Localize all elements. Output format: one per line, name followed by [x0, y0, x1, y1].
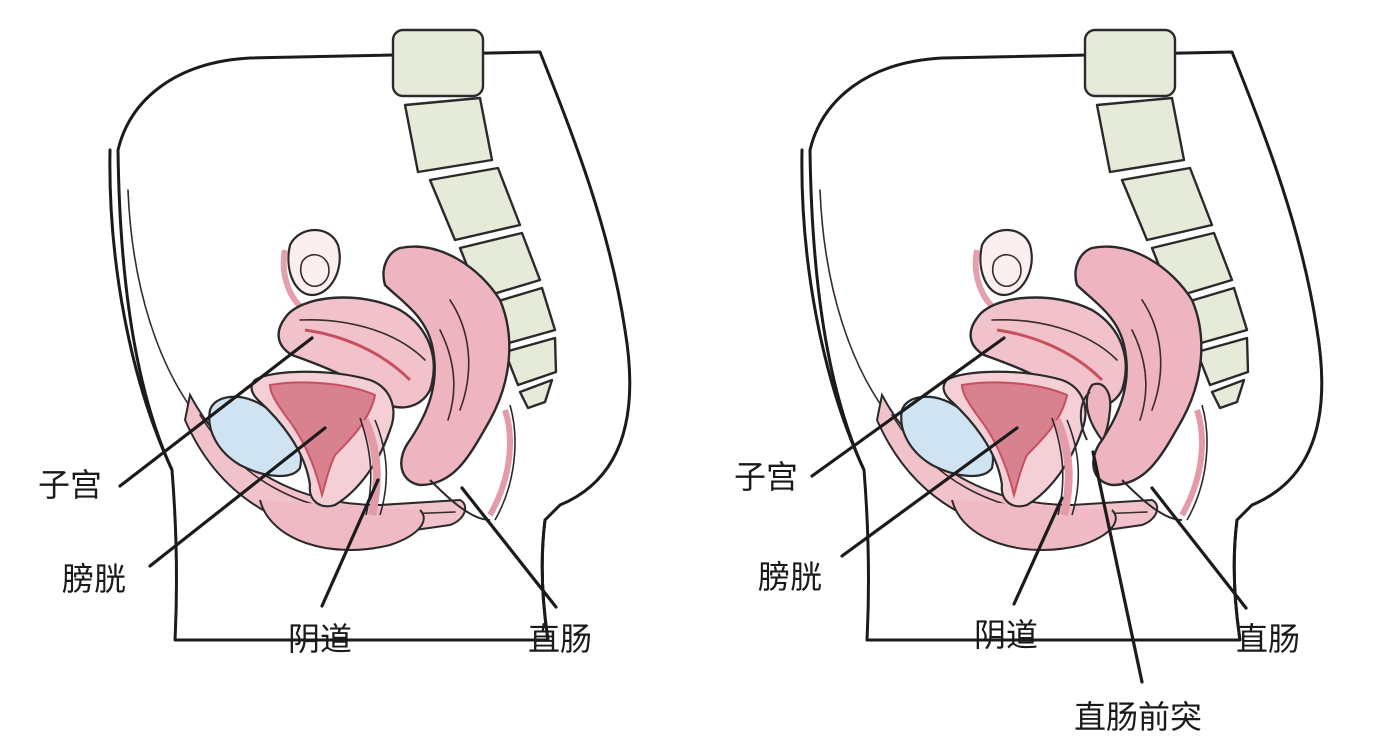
leader-uterus [810, 336, 1006, 478]
leader-vagina [320, 478, 380, 608]
leader-uterus [118, 336, 314, 488]
leader-rectum [1150, 486, 1248, 610]
label-uterus: 子宫 [38, 466, 102, 504]
label-vagina: 阴道 [974, 616, 1038, 654]
label-bladder: 膀胱 [62, 560, 126, 598]
label-uterus: 子宫 [734, 458, 798, 496]
leader-vagina [1012, 496, 1064, 606]
label-vagina: 阴道 [288, 620, 352, 658]
leader-bladder [840, 426, 1019, 558]
leader-bladder [148, 426, 327, 568]
label-rectocele: 直肠前突 [1074, 698, 1202, 736]
leader-rectum [460, 486, 558, 609]
label-rectum: 直肠 [1236, 620, 1300, 658]
figure-normal: 子宫 膀胱 阴道 直肠 [38, 30, 630, 658]
figure-rectocele: 子宫 膀胱 阴道 直肠 直肠前突 [734, 30, 1322, 736]
leader-rectocele [1091, 450, 1144, 684]
label-bladder: 膀胱 [758, 558, 822, 596]
label-rectum: 直肠 [528, 620, 592, 658]
